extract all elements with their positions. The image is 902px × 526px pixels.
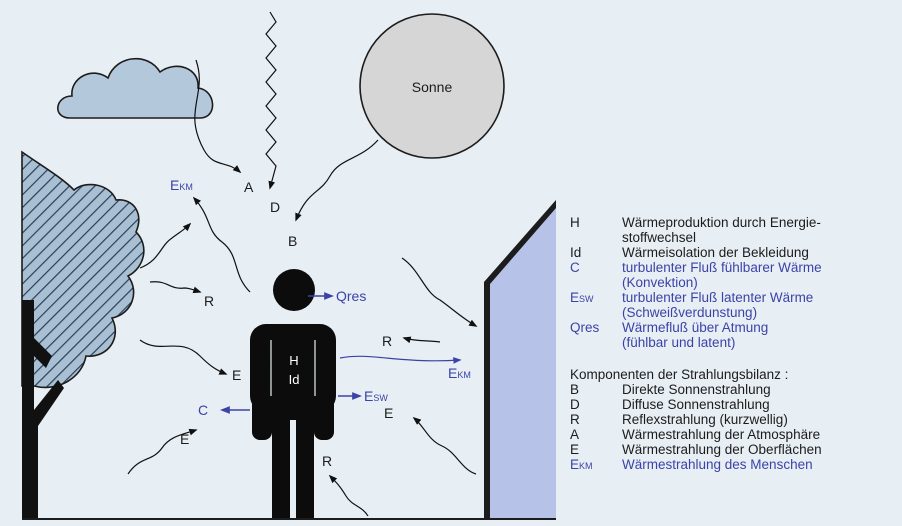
legend-item-id: Id Wärmeisolation der Bekleidung [570, 245, 895, 260]
legend-item-qres: Qres Wärmefluß über Atmung(fühlbar und l… [570, 320, 895, 350]
label-b: B [288, 233, 297, 249]
label-e-low: E [180, 431, 189, 447]
component-d: D Diffuse Sonnenstrahlung [570, 397, 895, 412]
label-esw: ESW [364, 388, 388, 404]
component-b: B Direkte Sonnenstrahlung [570, 382, 895, 397]
label-ekm-right: EKM [448, 365, 471, 381]
label-r-wall: R [382, 333, 392, 349]
arrow-tree-up [140, 224, 190, 268]
arrow-r-wall-in [402, 258, 476, 326]
cloud-icon [58, 59, 213, 118]
arrow-r-ground [330, 476, 368, 516]
label-a: A [244, 179, 254, 195]
body-label-id: Id [289, 372, 300, 387]
component-r: R Reflexstrahlung (kurzwellig) [570, 412, 895, 427]
legend-item-h: H Wärmeproduktion durch Energie-stoffwec… [570, 215, 895, 245]
legend: H Wärmeproduktion durch Energie-stoffwec… [570, 215, 895, 474]
label-ekm-left: EKM [170, 177, 193, 193]
component-a: A Wärmestrahlung der Atmosphäre [570, 427, 895, 442]
arrow-d [266, 12, 276, 188]
body-label-h: H [289, 353, 298, 368]
arrow-e-left [140, 340, 226, 374]
legend-item-esw: ESW turbulenter Fluß latenter Wärme(Schw… [570, 290, 895, 320]
arrow-b [296, 140, 378, 220]
arrow-ekm-left [194, 198, 250, 292]
arrow-e-wall [414, 418, 476, 474]
label-e-wall: E [384, 405, 393, 421]
label-e-left: E [232, 367, 241, 383]
component-e: E Wärmestrahlung der Oberflächen [570, 442, 895, 457]
sun-label: Sonne [412, 79, 453, 95]
legend-item-c: C turbulenter Fluß fühlbarer Wärme(Konve… [570, 260, 895, 290]
human-figure [250, 269, 336, 518]
legend-subheading: Komponenten der Strahlungsbilanz : [570, 367, 895, 382]
label-r-tree: R [204, 293, 214, 309]
label-qres: Qres [336, 288, 366, 304]
arrow-r-tree [150, 282, 200, 292]
arrow-ekm-right [340, 356, 460, 361]
label-d: D [270, 199, 280, 215]
label-c: C [198, 402, 208, 418]
component-ekm: EKM Wärmestrahlung des Menschen [570, 457, 895, 474]
arrow-r-wall [404, 338, 440, 342]
label-r-ground: R [322, 453, 332, 469]
